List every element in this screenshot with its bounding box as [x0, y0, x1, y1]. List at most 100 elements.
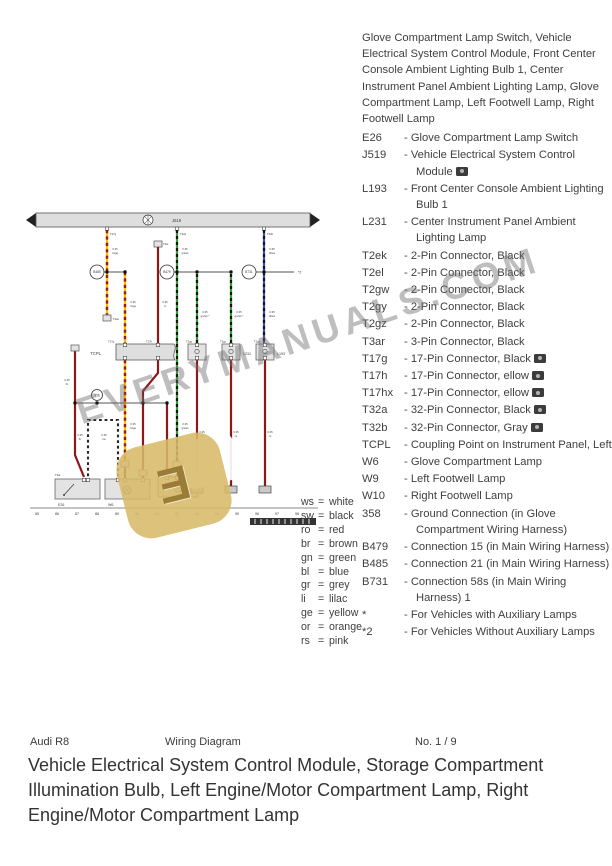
legend-item: T32a - 32-Pin Connector, Black: [362, 402, 612, 418]
pin-label: T2ek: [113, 317, 120, 321]
component-desc: - Connection 21 (in Main Wiring Harness): [404, 558, 610, 571]
svg-text:0.35: 0.35: [64, 378, 70, 382]
footer-doc-type: Wiring Diagram: [165, 736, 241, 748]
wire-color-key: ws=white sw=black ro=red br=brown gn=gre…: [301, 496, 362, 649]
svg-text:gn/ws: gn/ws: [181, 251, 189, 255]
camera-icon: [530, 422, 543, 432]
module-bus-bar: J519: [26, 212, 320, 228]
component-code: B731: [362, 575, 389, 588]
wire-color-row: ws=white: [301, 496, 354, 508]
component-code: B479: [362, 541, 389, 554]
component-desc: - 2-Pin Connector, Black: [404, 249, 525, 262]
component-code: W10: [362, 490, 386, 503]
svg-text:ro: ro: [201, 434, 204, 438]
component-desc: - 17-Pin Connector, Black: [404, 352, 531, 365]
component-desc: - 17-Pin Connector, ellow: [404, 370, 529, 383]
wire-black-loop: [86, 418, 120, 479]
coupling-bar-tcpl: TCPL T17g T17h: [90, 340, 176, 361]
component-desc: - Coupling Point on Instrument Panel, Le…: [404, 438, 612, 451]
legend-item: B485- Connection 21 (in Main Wiring Harn…: [362, 556, 612, 572]
legend-item: L231- Center Instrument Panel Ambient Li…: [362, 214, 612, 246]
component-box-w6: W6: [104, 477, 151, 507]
svg-text:0.35: 0.35: [101, 433, 107, 437]
wire-color-row: bl=blue: [301, 565, 350, 578]
component-code: T2el: [362, 266, 384, 279]
svg-text:85: 85: [35, 512, 39, 516]
connection-label: B731: [245, 270, 253, 274]
pin-label: T3ar: [55, 473, 61, 477]
legend-item: T3ar - 3-Pin Connector, Black: [362, 334, 612, 350]
wire-color-row: gr=grey: [301, 579, 350, 592]
component-desc: - 2-Pin Connector, Black: [404, 266, 525, 279]
wire-color-row: ge=yellow: [301, 607, 359, 620]
component-code: T2ek: [362, 249, 387, 262]
legend-item: TCPL- Coupling Point on Instrument Panel…: [362, 437, 612, 453]
terminal-box: [224, 485, 238, 494]
svg-text:0.35: 0.35: [112, 247, 118, 251]
pin-label: T2el: [163, 242, 169, 246]
svg-text:92: 92: [175, 512, 179, 516]
footer-page-number: No. 1 / 9: [415, 736, 457, 748]
switch-symbol-icon: [63, 483, 75, 496]
svg-text:0.35: 0.35: [182, 422, 188, 426]
camera-icon: [532, 371, 544, 381]
svg-text:87: 87: [75, 512, 79, 516]
legend-item: B731 - Connection 58s (in Main Wiring Har…: [362, 574, 612, 606]
legend-item: 358- Ground Connection (in Glove Compart…: [362, 506, 612, 538]
component-code: T3ar: [362, 335, 386, 348]
wire-color-row: or=orange: [301, 621, 362, 634]
legend-item: T2gy- 2-Pin Connector, Black: [362, 299, 612, 315]
component-code: T2gy: [362, 301, 387, 314]
svg-text:86: 86: [55, 512, 59, 516]
svg-text:89: 89: [115, 512, 119, 516]
svg-text:ro: ro: [269, 434, 272, 438]
wire-color-row: sw=black: [301, 509, 354, 522]
svg-text:0.35: 0.35: [130, 300, 136, 304]
svg-text:0.35: 0.35: [269, 247, 275, 251]
component-desc: - 32-Pin Connector, Black: [404, 404, 531, 417]
component-desc: - Vehicle Electrical System Control Modu…: [404, 149, 575, 178]
footer-model: Audi R8: [30, 736, 70, 748]
svg-text:91: 91: [155, 512, 159, 516]
wiring-diagram: J519 T17g T32a T32b T2ek T2el: [26, 212, 320, 525]
component-code: W9: [362, 473, 379, 486]
wire-color-row: gn=green: [301, 551, 357, 564]
lamp-symbol-icon: [228, 349, 234, 355]
pin-label: T32b: [267, 232, 274, 236]
component-desc: - Right Footwell Lamp: [404, 490, 513, 503]
svg-text:0.35: 0.35: [202, 310, 208, 314]
component-desc: - For Vehicles Without Auxiliary Lamps: [404, 626, 595, 639]
wire-color-row: rs=pink: [301, 635, 349, 648]
ground-connection-358: 358: [73, 389, 169, 405]
svg-text:gn/ws *: gn/ws *: [235, 314, 244, 318]
component-label-w6: W6: [108, 503, 113, 507]
footnote-marker: *2: [298, 271, 301, 275]
svg-text:90: 90: [135, 512, 139, 516]
component-desc: - 2-Pin Connector, Black: [404, 284, 525, 297]
svg-text:0.35: 0.35: [267, 430, 273, 434]
svg-text:93: 93: [195, 512, 199, 516]
lamp-symbol-icon: [194, 349, 200, 355]
component-desc: - Connection 58s (in Main Wiring Harness…: [404, 575, 567, 604]
component-label-e26: E26: [58, 503, 64, 507]
component-desc: - Front Center Console Ambient Lighting …: [404, 182, 604, 212]
component-code: L193: [362, 182, 387, 195]
component-desc: - Left Footwell Lamp: [404, 473, 506, 486]
component-code: T32a: [362, 404, 388, 417]
legend-item: *2- For Vehicles Without Auxiliary Lamps: [362, 624, 612, 640]
legend-item: T17hx- 17-Pin Connector, ellow: [362, 385, 612, 401]
svg-text:bl/ws: bl/ws: [269, 314, 276, 318]
svg-text:88: 88: [95, 512, 99, 516]
component-desc: - Connection 15 (in Main Wiring Harness): [404, 541, 610, 554]
svg-text:0.35: 0.35: [182, 247, 188, 251]
svg-text:br: br: [79, 437, 81, 441]
connector-box-row: T2gy T2gz T2gw L231 L193: [186, 340, 285, 361]
legend-item: W10 - Right Footwell Lamp: [362, 488, 612, 504]
component-desc: - 2-Pin Connector, Black: [404, 318, 525, 331]
svg-text:gn/ws: gn/ws: [181, 426, 189, 430]
pin-label: T17g: [110, 232, 117, 236]
component-desc: - 3-Pin Connector, Black: [404, 335, 525, 348]
svg-text:0.35: 0.35: [233, 430, 239, 434]
